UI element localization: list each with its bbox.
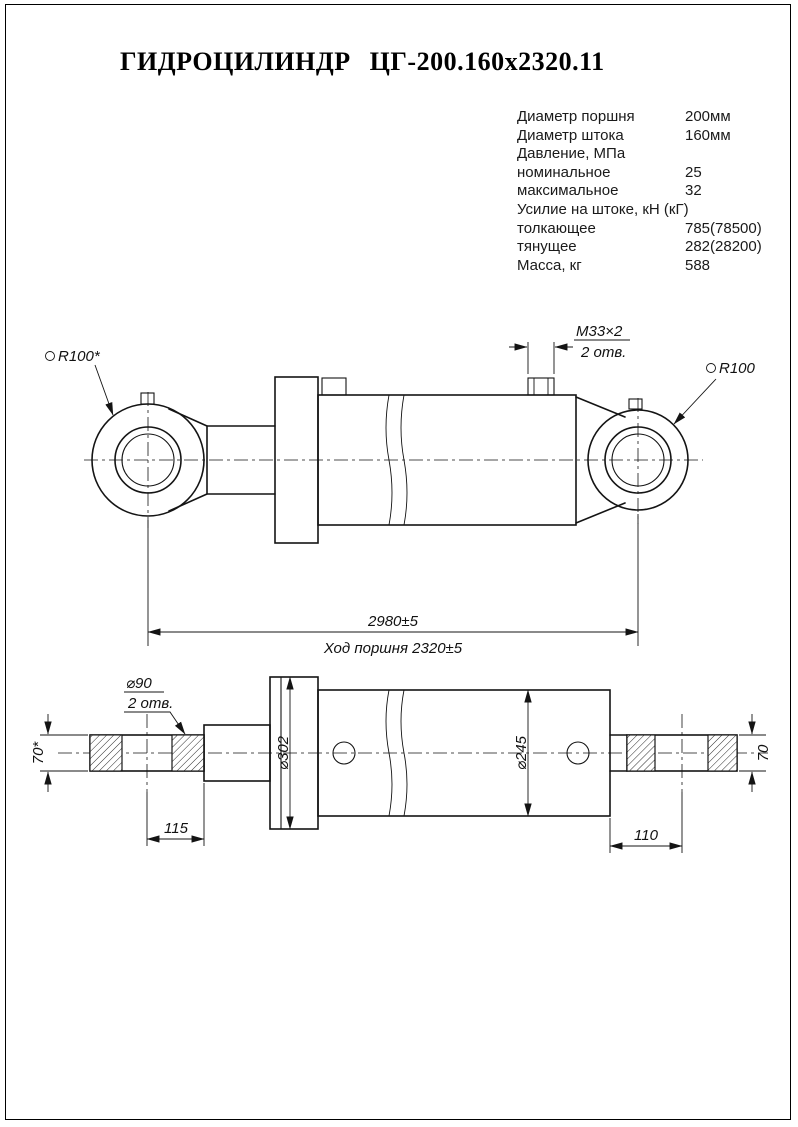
- top-view: [58, 676, 768, 830]
- radius-symbol: [45, 351, 55, 361]
- right-hub-hatch: [626, 734, 656, 772]
- cylinder-barrel: [317, 689, 611, 817]
- spec-label: Давление, МПа: [517, 145, 626, 163]
- clevis-taper: [168, 408, 208, 512]
- spec-label: Диаметр штока: [517, 126, 624, 144]
- right-offset-label: 110: [634, 827, 659, 844]
- right-eye-bore-inner: [611, 433, 665, 487]
- right-eye-radius-leader: [673, 378, 717, 425]
- right-hub-width-label: 70: [755, 744, 772, 761]
- spec-row: Давление, МПа: [517, 145, 762, 164]
- spec-row: Усилие на штоке, кН (кГ): [517, 201, 762, 220]
- thread-holes-label: 2 отв.: [580, 344, 626, 361]
- left-hub-hatch: [171, 734, 205, 772]
- length-extension-lines: [147, 514, 639, 646]
- left-grease-fitting: [140, 392, 155, 405]
- left-hub-width-label: 70*: [30, 741, 47, 765]
- rear-cap-taper: [575, 396, 626, 524]
- spec-value: 25: [685, 163, 702, 181]
- break-line: [400, 394, 408, 526]
- cylinder-barrel: [317, 394, 577, 526]
- right-eye-outer: [587, 409, 689, 511]
- rear-port-hole: [566, 741, 590, 765]
- spec-label: максимальное: [517, 182, 619, 200]
- spec-row: номинальное 25: [517, 164, 762, 183]
- flange-dia-label: ⌀302: [275, 735, 292, 770]
- spec-value: 785(78500): [685, 219, 762, 237]
- break-line: [385, 394, 393, 526]
- break-line: [385, 689, 393, 817]
- spec-row: Диаметр поршня 200мм: [517, 108, 762, 127]
- spec-label: Усилие на штоке, кН (кГ): [517, 200, 689, 218]
- left-eye-bore: [114, 426, 182, 494]
- spec-label: тянущее: [517, 238, 577, 256]
- spec-row: тянущее 282(28200): [517, 238, 762, 257]
- pin-holes-count-label: 2 отв.: [127, 695, 173, 712]
- left-eye-radius-label: R100*: [58, 348, 101, 365]
- right-eye-radius-label: R100: [719, 360, 756, 377]
- right-width-extension-lines: [739, 734, 766, 772]
- thread-port-lines: [533, 378, 549, 395]
- cylinder-dia-label: ⌀245: [513, 735, 530, 770]
- pin-hole-dia-label: ⌀90: [126, 675, 152, 692]
- left-hub-hatch: [89, 734, 123, 772]
- left-width-extension-lines: [40, 734, 88, 772]
- overall-length-label: 2980±5: [367, 613, 419, 630]
- right-hub-steps: [654, 735, 709, 771]
- right-grease-fitting: [628, 398, 643, 410]
- spec-table: Диаметр поршня 200мм Диаметр штока 160мм…: [517, 108, 762, 275]
- left-eye-bore-inner: [121, 433, 175, 487]
- front-port: [321, 377, 347, 396]
- spec-value: 282(28200): [685, 238, 762, 256]
- right-eye-bore: [604, 426, 672, 494]
- stroke-length-label: Ход поршня 2320±5: [323, 640, 463, 657]
- left-eye-radius-leader: [94, 364, 114, 416]
- spec-label: Масса, кг: [517, 256, 582, 274]
- spec-value: 32: [685, 182, 702, 200]
- right-hub-hatch: [707, 734, 738, 772]
- left-hub-steps: [121, 735, 173, 771]
- thread-port: [527, 377, 555, 396]
- side-view: [84, 376, 703, 544]
- spec-row: максимальное 32: [517, 182, 762, 201]
- radius-symbol: [706, 363, 716, 373]
- piston-rod: [206, 425, 276, 495]
- spec-value: 588: [685, 256, 711, 274]
- pin-hole-leader: [124, 711, 186, 735]
- spec-value: 200мм: [685, 108, 731, 125]
- spec-label: номинальное: [517, 163, 611, 181]
- spec-label: толкающее: [517, 219, 596, 237]
- spec-row: толкающее 785(78500): [517, 220, 762, 239]
- spec-row: Масса, кг 588: [517, 257, 762, 276]
- thread-extension-lines: [527, 342, 555, 374]
- front-port-hole: [332, 741, 356, 765]
- spec-label: Диаметр поршня: [517, 108, 635, 125]
- thread-label: М33×2: [576, 323, 623, 340]
- spec-row: Диаметр штока 160мм: [517, 127, 762, 146]
- top-view-annotations: ⌀90 2 отв. 70* 70 115 110 ⌀302 ⌀245: [30, 675, 772, 853]
- side-view-annotations: R100* R100 М33×2 2 отв. 2980±5 Ход поршн…: [45, 323, 756, 657]
- page-title: ГИДРОЦИЛИНДР ЦГ-200.160х2320.11: [120, 47, 605, 76]
- rear-neck: [609, 734, 628, 772]
- spec-value: 160мм: [685, 126, 731, 144]
- break-line: [400, 689, 408, 817]
- left-offset-label: 115: [164, 820, 189, 837]
